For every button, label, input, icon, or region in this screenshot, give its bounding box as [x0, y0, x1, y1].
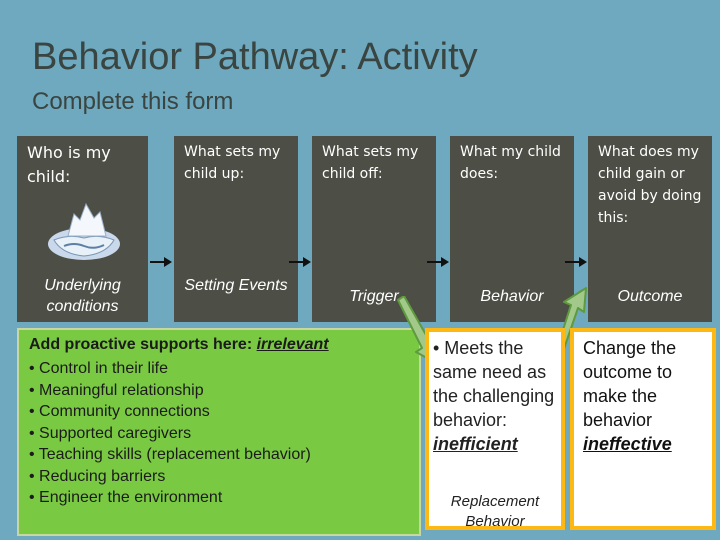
- list-item: • Reducing barriers: [29, 466, 409, 488]
- arrow-right-icon: [565, 256, 587, 268]
- replacement-behavior-content: • Meets the same need as the challenging…: [429, 332, 561, 526]
- replacement-emphasis: inefficient: [433, 434, 518, 454]
- replacement-text: • Meets the same need as the challenging…: [433, 338, 554, 430]
- column-trigger: What sets my child off: Trigger: [312, 136, 436, 322]
- outcome-emphasis: ineffective: [583, 434, 672, 454]
- outcome-change-box: Change the outcome to make the behavior …: [570, 328, 716, 530]
- column-label: Setting Events: [174, 275, 298, 296]
- replacement-caption: Replacement Behavior: [429, 492, 561, 532]
- column-outcome: What does my child gain or avoid by doin…: [588, 136, 712, 322]
- list-item: • Engineer the environment: [29, 487, 409, 509]
- column-question: What my child does:: [450, 136, 574, 185]
- list-item: • Community connections: [29, 401, 409, 423]
- list-item: • Meaningful relationship: [29, 380, 409, 402]
- arrow-right-icon: [427, 256, 449, 268]
- list-item: • Control in their life: [29, 358, 409, 380]
- iceberg-icon: [44, 196, 124, 262]
- column-question: What sets my child up:: [174, 136, 298, 185]
- replacement-behavior-box: • Meets the same need as the challenging…: [425, 328, 565, 530]
- outcome-change-content: Change the outcome to make the behavior …: [574, 332, 712, 526]
- list-item: • Teaching skills (replacement behavior): [29, 444, 409, 466]
- proactive-supports-box: Add proactive supports here: irrelevant …: [17, 328, 421, 536]
- column-child: Who is my child: Underlying conditions: [17, 136, 148, 322]
- supports-emphasis: irrelevant: [257, 336, 329, 353]
- page-title: Behavior Pathway: Activity: [32, 36, 478, 79]
- list-item: • Supported caregivers: [29, 423, 409, 445]
- arrow-right-icon: [289, 256, 311, 268]
- column-label: Outcome: [588, 286, 712, 307]
- supports-heading: Add proactive supports here: irrelevant: [29, 336, 409, 354]
- column-question: What does my child gain or avoid by doin…: [588, 136, 712, 229]
- column-question: Who is my child:: [17, 136, 148, 189]
- outcome-text: Change the outcome to make the behavior: [583, 338, 676, 430]
- column-label: Underlying conditions: [17, 275, 148, 317]
- page-subtitle: Complete this form: [32, 88, 233, 116]
- column-question: What sets my child off:: [312, 136, 436, 185]
- column-setting-events: What sets my child up: Setting Events: [174, 136, 298, 322]
- arrow-right-icon: [150, 256, 172, 268]
